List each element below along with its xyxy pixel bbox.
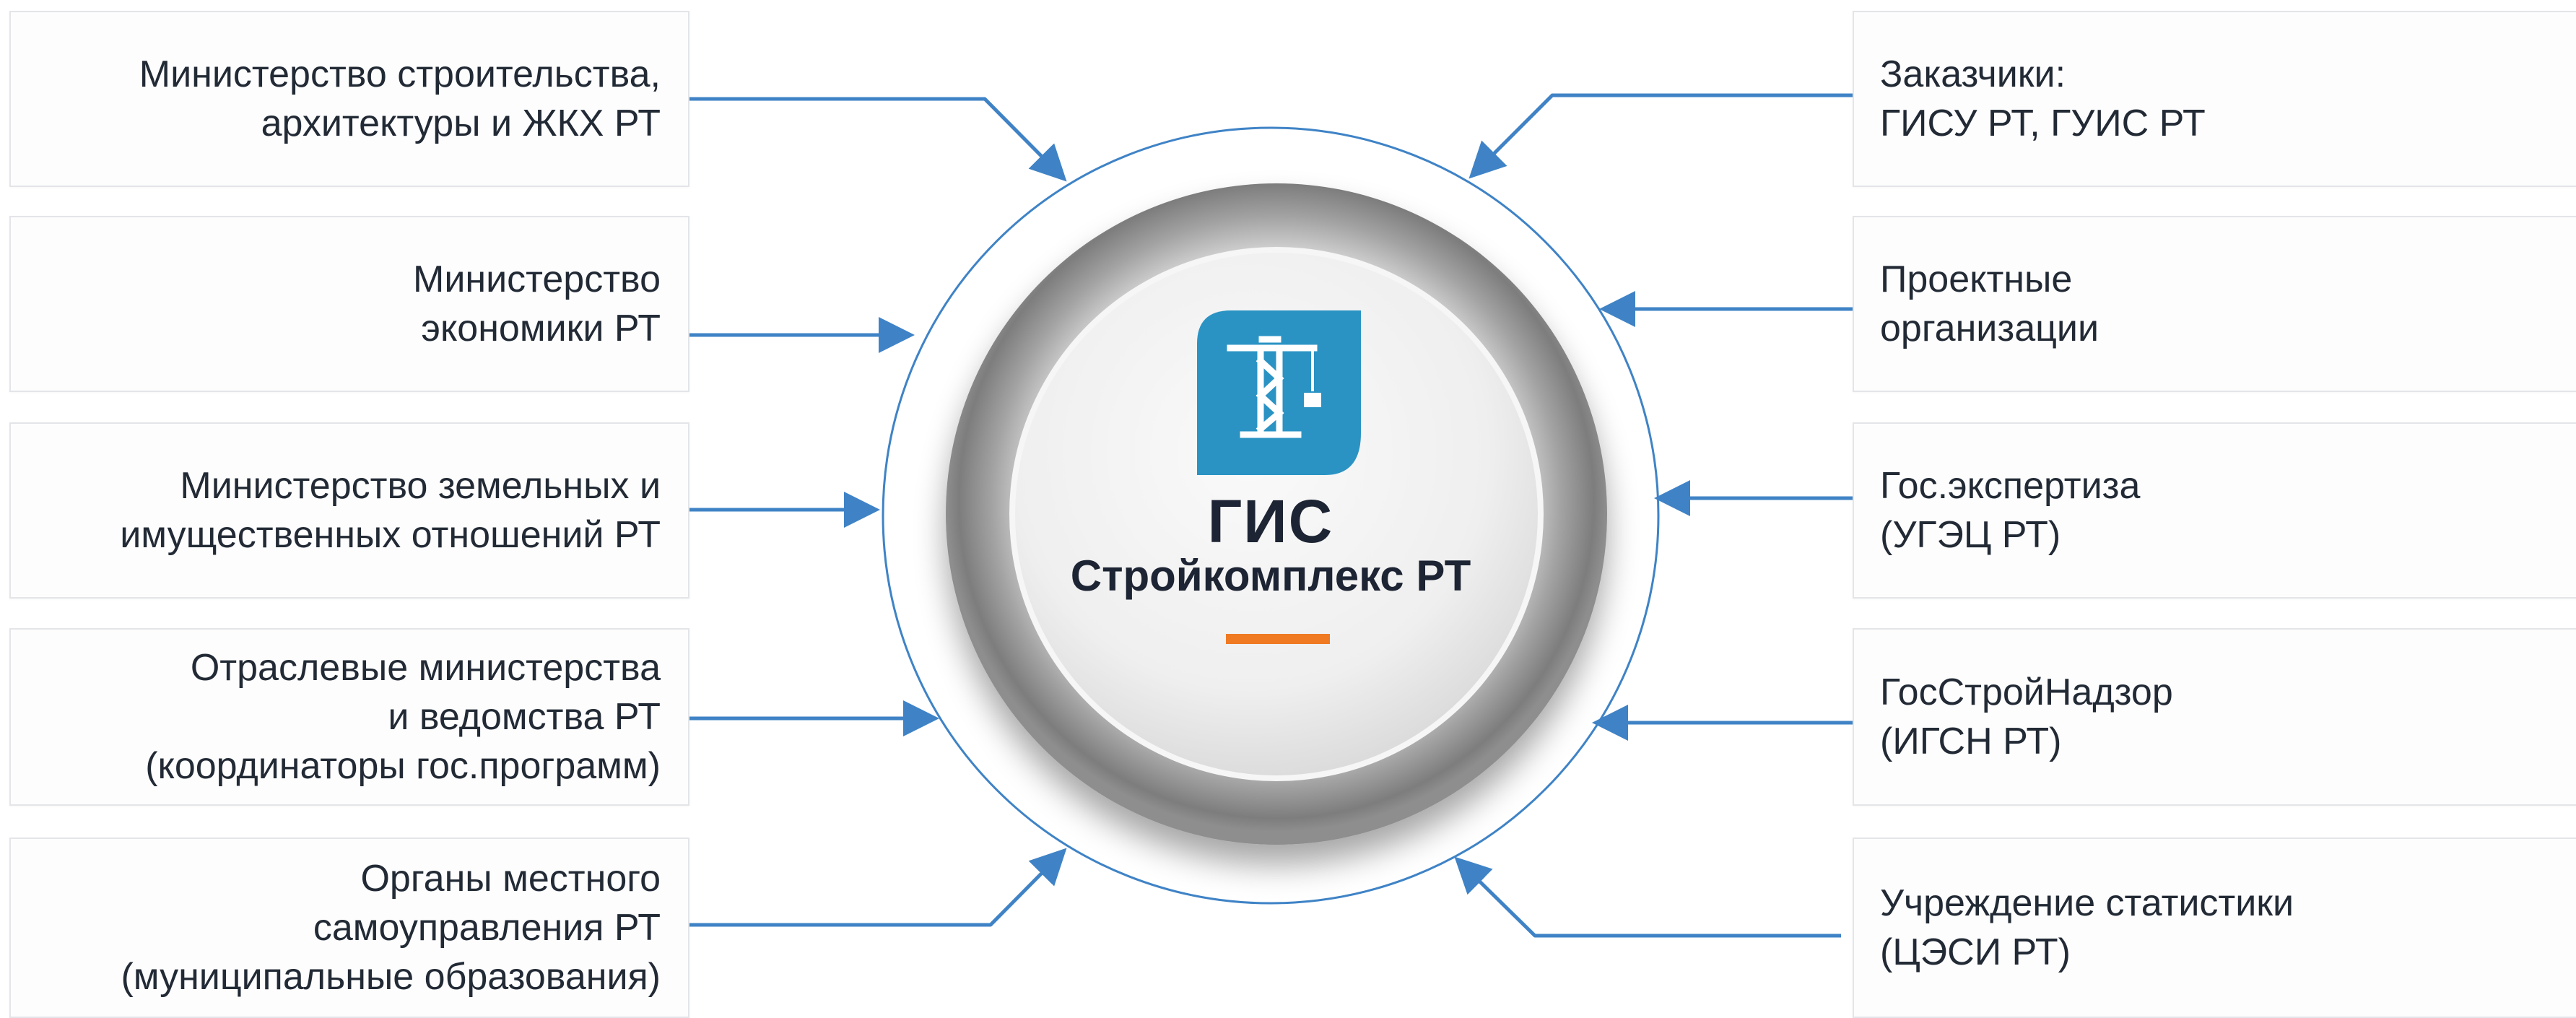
node-label-line: самоуправления РТ	[313, 907, 661, 949]
node-label-line: ГИСУ РТ, ГУИС РТ	[1880, 103, 2206, 144]
node-customers: Заказчики: ГИСУ РТ, ГУИС РТ	[1853, 11, 2576, 187]
connector-left-1	[686, 97, 1067, 182]
connector-right-5	[1454, 856, 1841, 938]
connector-right-1	[1468, 93, 1853, 179]
node-local-government: Органы местного самоуправления РТ (муниц…	[9, 838, 689, 1018]
accent-bar	[1226, 634, 1330, 644]
node-label-line: организации	[1880, 308, 2099, 349]
node-label-line: имущественных отношений РТ	[120, 514, 661, 556]
node-label-line: Министерство земельных и	[180, 465, 661, 507]
node-statistics: Учреждение статистики (ЦЭСИ РТ)	[1853, 838, 2576, 1018]
node-label-line: Гос.экспертиза	[1880, 465, 2141, 507]
node-ministry-economy: Министерство экономики РТ	[9, 216, 689, 392]
node-design-organizations: Проектные организации	[1853, 216, 2576, 392]
node-label-line: и ведомства РТ	[388, 696, 661, 738]
node-ministry-land: Министерство земельных и имущественных о…	[9, 422, 689, 599]
node-label-line: (муниципальные образования)	[121, 956, 661, 998]
node-construction-supervision: ГосСтройНадзор (ИГСН РТ)	[1853, 628, 2576, 806]
node-label-line: Отраслевые министерства	[190, 647, 661, 689]
node-label-line: Министерство	[413, 258, 661, 300]
node-label-line: архитектуры и ЖКХ РТ	[261, 103, 661, 144]
node-ministry-construction: Министерство строительства, архитектуры …	[9, 11, 689, 187]
node-state-expertise: Гос.экспертиза (УГЭЦ РТ)	[1853, 422, 2576, 599]
node-label-line: (ЦЭСИ РТ)	[1880, 931, 2071, 973]
hub-button	[946, 183, 1607, 845]
node-label-line: Заказчики:	[1880, 53, 2066, 95]
node-branch-ministries: Отраслевые министерства и ведомства РТ (…	[9, 628, 689, 806]
node-label-line: экономики РТ	[421, 308, 661, 349]
node-label-line: (УГЭЦ РТ)	[1880, 514, 2061, 556]
node-label-line: (ИГСН РТ)	[1880, 721, 2062, 762]
connector-left-5	[686, 848, 1067, 927]
node-label-line: Учреждение статистики	[1880, 882, 2294, 924]
node-label-line: Органы местного	[360, 858, 661, 900]
node-label-line: Проектные	[1880, 258, 2073, 300]
hub-subtitle: Стройкомплекс РТ	[1070, 552, 1471, 600]
node-label-line: Министерство строительства,	[139, 53, 661, 95]
node-label-line: ГосСтройНадзор	[1880, 671, 2173, 713]
node-label-line: (координаторы гос.программ)	[145, 745, 661, 787]
construction-crane-icon	[1197, 310, 1361, 475]
hub-face	[1015, 253, 1538, 775]
hub-title: ГИС	[1207, 487, 1334, 555]
